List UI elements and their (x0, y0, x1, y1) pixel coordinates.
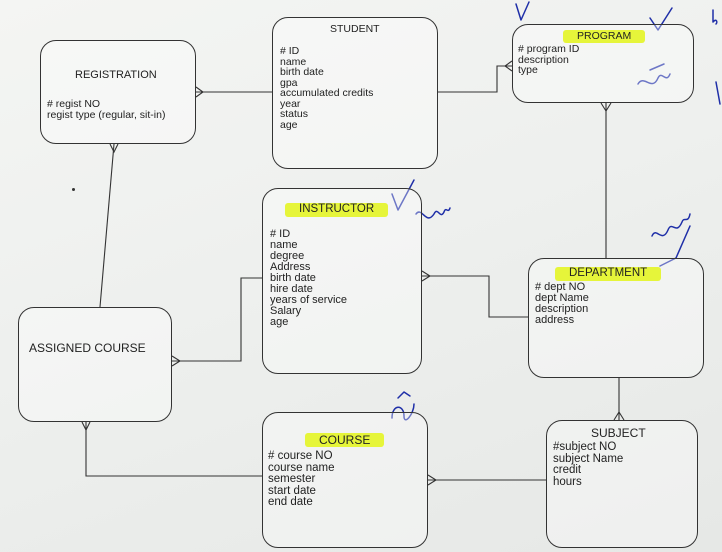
attribute: description (535, 303, 589, 315)
entity-title: STUDENT (330, 23, 380, 35)
crowfoot-course-side (427, 474, 438, 486)
attribute: status (280, 108, 309, 120)
attribute-list: # course NO course name semester start d… (268, 450, 335, 509)
attribute: name (280, 55, 307, 68)
checkmark-program (649, 7, 673, 31)
attribute: hours (553, 475, 582, 488)
attribute: #subject NO (553, 441, 617, 453)
attribute: regist type (regular, sit-in) (47, 108, 166, 121)
stray-dot (72, 188, 75, 191)
crowfoot-assigned-bottom (81, 421, 91, 432)
attribute-list: # regist NO regist type (regular, sit-in… (47, 99, 165, 120)
margin-mark-2 (715, 81, 721, 105)
attribute: type (518, 64, 538, 76)
attribute: Salary (270, 305, 302, 317)
entity-title: REGISTRATION (75, 69, 157, 81)
attribute: birth date (280, 66, 324, 78)
entity-instructor[interactable]: INSTRUCTOR # ID name degree Address birt… (262, 188, 422, 374)
attribute: # course NO (268, 450, 333, 462)
attribute: years of service (270, 294, 348, 306)
attribute: # ID (270, 228, 291, 240)
attribute: # dept NO (535, 281, 586, 293)
scribble-department (651, 213, 691, 237)
crowfoot-assigned-side (171, 355, 182, 367)
attribute: credit (553, 464, 582, 476)
entity-assigned-course[interactable]: ASSIGNED COURSE (18, 307, 172, 422)
crowfoot-program-side (504, 60, 513, 72)
attribute: # ID (280, 45, 300, 57)
margin-mark-1 (712, 9, 718, 25)
attribute: name (270, 239, 298, 251)
attribute: description (518, 53, 569, 66)
attribute-list: # dept NO dept Name description address (535, 282, 589, 326)
attribute: degree (270, 250, 305, 262)
line-registration-assigned (99, 143, 115, 308)
attribute-list: # ID name degree Address birth date hire… (270, 229, 347, 328)
crowfoot-subject-top (613, 410, 625, 421)
entity-department[interactable]: DEPARTMENT # dept NO dept Name descripti… (528, 258, 704, 378)
line-student-program (438, 65, 512, 93)
attribute: age (280, 118, 298, 131)
entity-subject[interactable]: SUBJECT #subject NO subject Name credit … (546, 420, 698, 548)
attribute-list: #subject NO subject Name credit hours (553, 441, 624, 488)
scribble-instructor (415, 207, 451, 219)
line-assigned-course (85, 422, 262, 477)
crowfoot-student-side (195, 86, 204, 98)
crowfoot-instructor-side (421, 270, 432, 282)
entity-title: PROGRAM (563, 30, 646, 43)
entity-title: COURSE (305, 433, 385, 447)
attribute: # regist NO (47, 98, 101, 110)
entity-registration[interactable]: REGISTRATION # regist NO regist type (re… (40, 40, 196, 144)
attribute-list: # program ID description type (518, 44, 579, 76)
entity-student[interactable]: STUDENT # ID name birth date gpa accumul… (272, 17, 438, 169)
attribute: gpa (280, 76, 298, 89)
line-instructor-department (422, 275, 528, 318)
attribute: accumulated credits (280, 87, 374, 99)
attribute: age (270, 316, 289, 328)
attribute: address (535, 314, 575, 326)
attribute-list: # ID name birth date gpa accumulated cre… (280, 46, 373, 130)
attribute: end date (268, 496, 313, 508)
checkmark-student (515, 1, 530, 21)
entity-course[interactable]: COURSE # course NO course name semester … (262, 412, 428, 548)
entity-title: SUBJECT (591, 426, 646, 440)
attribute: # program ID (518, 43, 580, 55)
attribute: year (280, 97, 301, 110)
entity-title: DEPARTMENT (555, 267, 662, 281)
scribble-program (637, 63, 671, 85)
crowfoot-program-bottom (600, 102, 612, 113)
attribute: subject Name (553, 452, 624, 465)
attribute: birth date (270, 272, 316, 284)
attribute: hire date (270, 283, 313, 295)
attribute: start date (268, 484, 316, 497)
entity-program[interactable]: PROGRAM # program ID description type (512, 24, 694, 103)
line-assigned-instructor (172, 277, 262, 362)
entity-title: INSTRUCTOR (285, 203, 389, 217)
attribute: course name (268, 461, 335, 474)
crowfoot-registration-bottom (109, 143, 119, 154)
entity-title: ASSIGNED COURSE (29, 341, 146, 355)
attribute: dept Name (535, 292, 589, 304)
attribute: semester (268, 473, 316, 485)
attribute: Address (270, 261, 311, 273)
